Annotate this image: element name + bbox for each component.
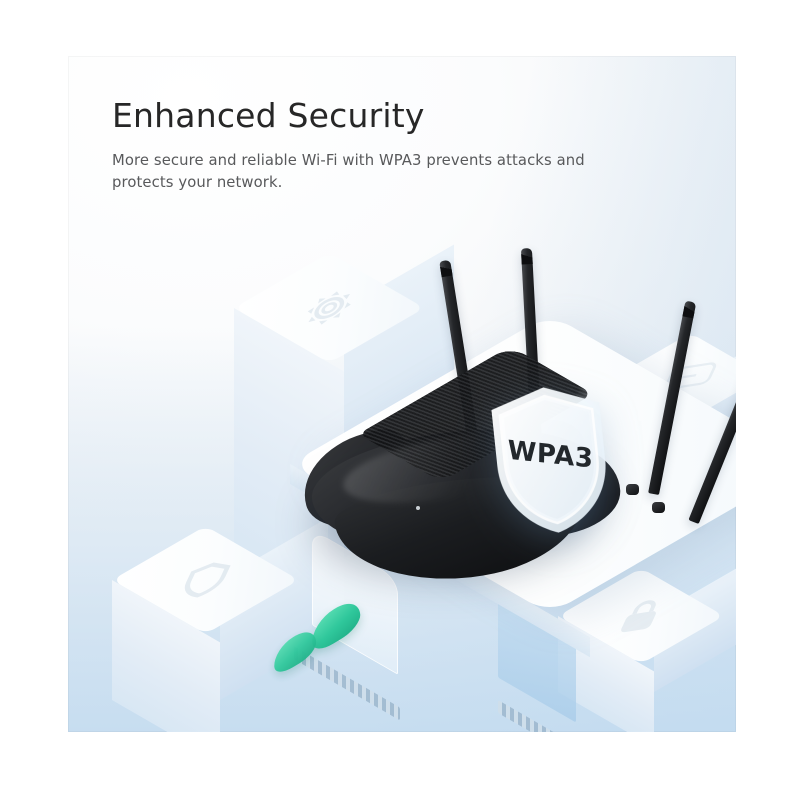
isometric-scene: WPA3 <box>68 56 736 732</box>
feature-panel: WPA3 Enhanced Security More secure and r… <box>68 56 736 732</box>
antenna-joint-3 <box>626 484 639 495</box>
page-subtitle: More secure and reliable Wi-Fi with WPA3… <box>112 151 585 192</box>
router-body <box>291 346 626 606</box>
gear-icon <box>296 285 363 331</box>
router-led-indicator <box>416 506 420 510</box>
pedestal-gear <box>234 244 454 622</box>
lock-icon <box>613 596 669 637</box>
page-title: Enhanced Security <box>112 96 425 135</box>
wpa3-badge: WPA3 <box>491 384 610 536</box>
wifi-router: WPA3 <box>290 248 736 658</box>
shield-icon <box>173 557 238 603</box>
pedestal-shield <box>112 517 328 732</box>
shield-icon <box>491 387 606 533</box>
feature-text: Enhanced Security More secure and reliab… <box>112 96 632 195</box>
pedestal-lock <box>558 560 736 732</box>
antenna-joint-4 <box>652 502 665 513</box>
